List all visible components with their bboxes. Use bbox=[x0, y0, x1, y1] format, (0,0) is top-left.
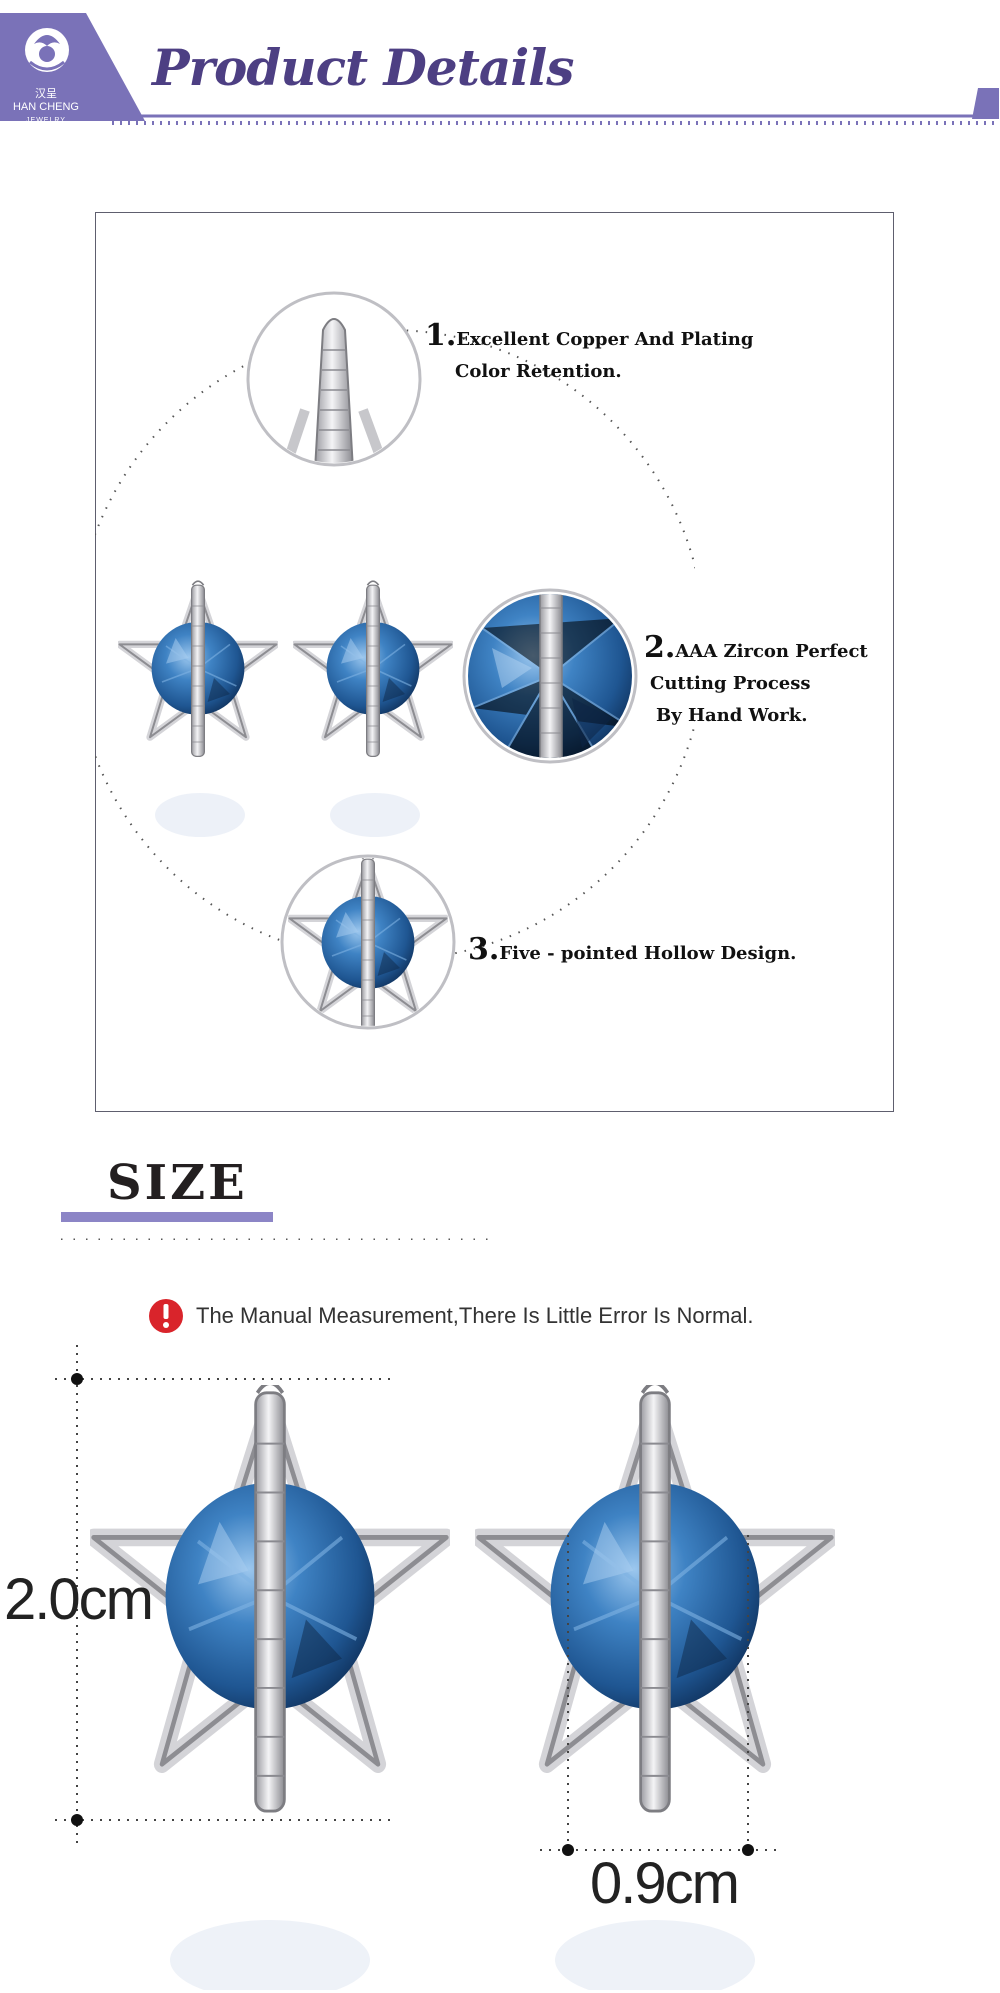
feature-1-line-2: Color Retention. bbox=[455, 361, 622, 382]
details-frame bbox=[95, 212, 894, 1112]
header-banner: 汉呈 HAN CHENG JEWELRY Product Details bbox=[0, 0, 1000, 125]
earring-left bbox=[118, 575, 278, 765]
logo-name: HAN CHENG bbox=[12, 101, 79, 113]
size-title: SIZE bbox=[107, 1155, 248, 1211]
size-underline-bar bbox=[61, 1212, 273, 1222]
feature-2-line-1: AAA Zircon Perfect bbox=[675, 641, 868, 662]
feature-1: 1.Excellent Copper And Plating Color Ret… bbox=[425, 320, 753, 388]
width-label: 0.9cm bbox=[590, 1851, 740, 1916]
page-title: Product Details bbox=[152, 38, 574, 97]
feature-2-num: 2. bbox=[644, 630, 676, 665]
feature-2-line-2: Cutting Process bbox=[650, 673, 811, 694]
measurement-note: The Manual Measurement,There Is Little E… bbox=[196, 1303, 754, 1328]
feature-3-num: 3. bbox=[468, 932, 500, 967]
zoom-gem-closeup bbox=[462, 588, 638, 764]
zoom-star-closeup bbox=[280, 854, 456, 1030]
logo-icon bbox=[25, 28, 69, 72]
logo-text: 汉呈 HAN CHENG JEWELRY bbox=[6, 88, 86, 127]
height-label: 2.0cm bbox=[4, 1567, 154, 1632]
width-dimension bbox=[540, 1535, 776, 1856]
feature-2-line-3: By Hand Work. bbox=[656, 705, 808, 726]
size-dotted-line bbox=[61, 1238, 491, 1240]
earring-reflections bbox=[155, 793, 420, 837]
exclamation-icon bbox=[149, 1299, 183, 1333]
size-earring-reflections bbox=[170, 1920, 755, 1990]
feature-3-line-1: Five - pointed Hollow Design. bbox=[499, 943, 797, 964]
earring-right bbox=[293, 575, 453, 765]
logo-sub: JEWELRY bbox=[26, 117, 66, 124]
feature-1-num: 1. bbox=[425, 318, 457, 353]
height-dimension bbox=[55, 1345, 390, 1845]
feature-1-line-1: Excellent Copper And Plating bbox=[456, 329, 754, 350]
zoom-stem-closeup bbox=[246, 291, 422, 467]
logo-cn: 汉呈 bbox=[35, 88, 57, 100]
feature-2: 2.AAA Zircon Perfect Cutting Process By … bbox=[644, 632, 868, 732]
feature-3: 3.Five - pointed Hollow Design. bbox=[468, 934, 796, 970]
